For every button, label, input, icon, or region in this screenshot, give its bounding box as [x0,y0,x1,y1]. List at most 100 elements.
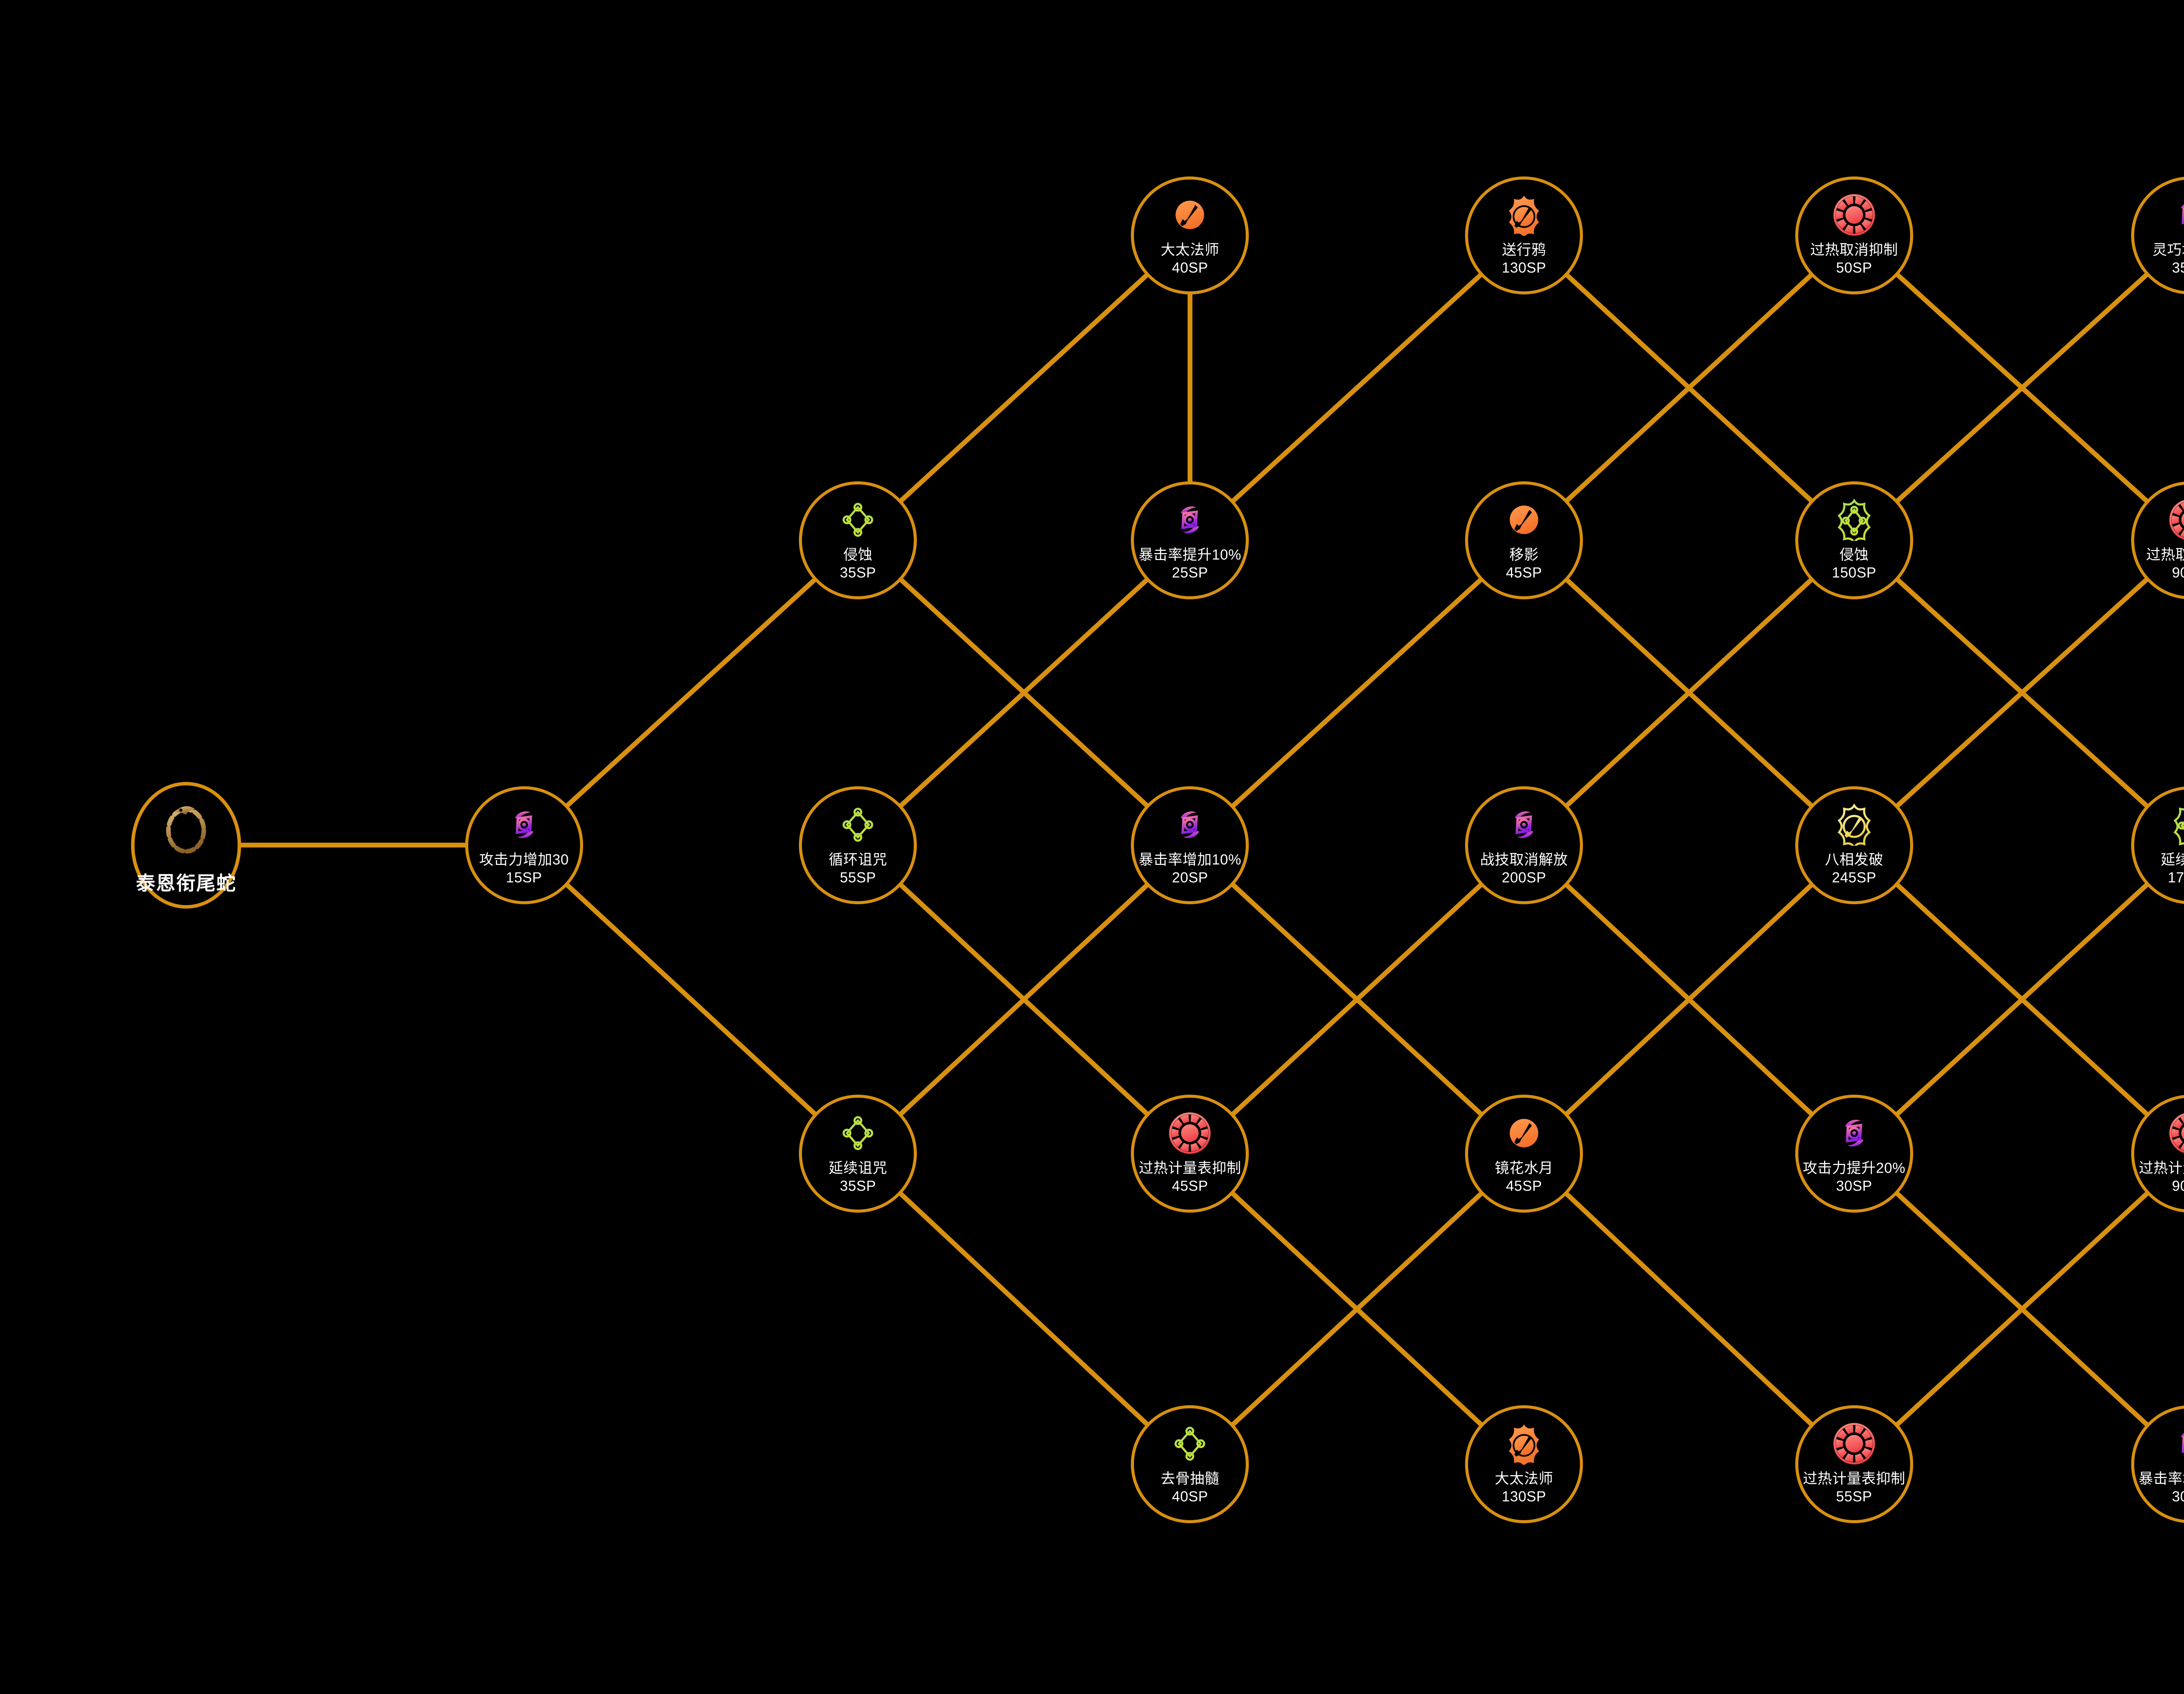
skill-name: 循环诅咒 [829,851,888,868]
root-node-label: 泰恩衔尾蛇 [136,872,237,894]
diamond-node-icon [837,804,879,846]
skill-cost: 35SP [840,564,876,581]
skill-node[interactable]: 过热取消抑制90SP [2131,481,2184,599]
skill-cost: 25SP [1171,564,1208,581]
skill-edge [1187,843,1527,1156]
skill-cost: 150SP [1832,564,1876,581]
skill-name: 过热取消抑制 [2146,546,2184,563]
skill-cost: 50SP [1836,259,1873,276]
ouroboros-icon [153,795,219,861]
ring-segments-icon [1169,1112,1211,1154]
skill-cost: 35SP [840,1178,876,1194]
skill-name: 过热计量表抑制 [1139,1160,1241,1176]
skill-node-labels: 暴击率增加15%30SP [2131,1470,2184,1506]
spiral-eye-icon [1503,804,1545,846]
skill-name: 攻击力增加30 [479,851,569,868]
ring-segments-icon [1833,194,1875,236]
sword-disc-icon [1503,499,1545,541]
skill-edge [1852,542,2184,848]
skill-edge [1187,538,1527,848]
skill-name: 侵蚀 [843,546,873,563]
skill-edge [1187,233,1527,543]
skill-node-labels: 暴击率提升10%25SP [1131,546,1249,582]
sword-shield-icon [1503,1423,1545,1465]
skill-name: 攻击力提升20% [1803,1160,1906,1176]
ring-segments-icon [2169,499,2184,541]
skill-node-labels: 攻击力提升20% 30SP [1795,1159,1913,1195]
skill-name: 八相发破 [1825,851,1883,868]
spiral-eye-icon [1169,804,1211,846]
skill-node-labels: 灵巧增加3035SP [2131,241,2184,277]
skill-edge [1521,843,1857,1156]
skill-cost: 30SP [1836,1178,1873,1194]
skill-name: 暴击率增加10% [1138,851,1241,868]
diamond-node-icon [1169,1423,1211,1465]
skill-edge [1852,237,2184,543]
skill-cost: 15SP [506,869,542,885]
sword-shield-icon [1503,194,1545,236]
skill-edge [855,843,1192,1156]
skill-name: 送行鸦 [1502,241,1546,258]
skill-edge [522,538,860,848]
skill-cost: 40SP [1171,259,1208,276]
skill-cost: 245SP [1832,869,1876,885]
skill-name: 暴击率增加15% [2139,1470,2184,1487]
spiral-eye-icon [2169,1423,2184,1465]
skill-name: 灵巧增加30 [2152,241,2184,258]
skill-cost: 20SP [1171,869,1208,885]
sword-disc-icon [1169,194,1211,236]
diamond-node-icon [837,499,879,541]
skill-edge [1852,847,2184,1156]
skill-edge [855,538,1192,848]
skill-edge [855,233,1192,543]
skill-name: 延续诅咒 [2160,851,2184,868]
spiral-eye-icon [503,804,545,846]
skill-name: 过热计量表抑制 [1803,1470,1905,1487]
root-node[interactable]: 泰恩衔尾蛇 [131,781,242,909]
spiral-eye-icon [1169,499,1211,541]
spiral-eye-icon [2169,194,2184,236]
skill-cost: 90SP [2172,1178,2184,1194]
skill-cost: 45SP [1171,1178,1208,1194]
skill-name: 战技取消解放 [1480,851,1568,868]
ring-segments-icon [1833,1423,1875,1465]
skill-node[interactable]: 镜花水月 45SP [1465,1095,1583,1213]
skill-node[interactable]: 过热计量表抑制 45SP [1131,1095,1249,1213]
skill-node[interactable]: 暴击率增加10%20SP [1131,786,1249,904]
skill-edge [1187,1151,1527,1467]
skill-name: 镜花水月 [1494,1160,1553,1176]
skill-node[interactable]: 暴击率提升10%25SP [1131,481,1249,599]
skill-name: 暴击率提升10% [1138,546,1241,563]
skill-cost: 45SP [1506,564,1542,581]
skill-name: 侵蚀 [1839,546,1869,563]
skill-node[interactable]: 攻击力提升20% 30SP [1795,1095,1913,1213]
skill-node-labels: 暴击率增加10%20SP [1131,851,1249,887]
skill-cost: 45SP [1506,1178,1542,1194]
skill-cost: 200SP [1502,869,1546,885]
